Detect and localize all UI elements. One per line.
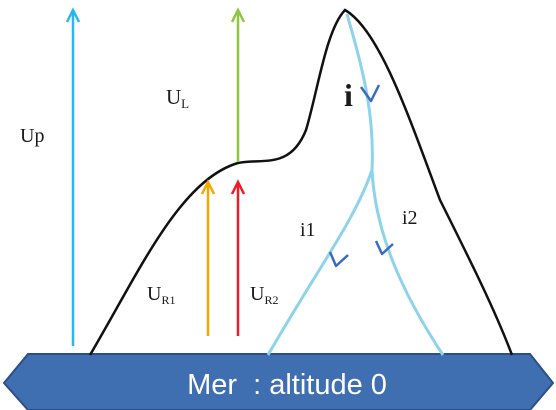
label-ul: UL <box>166 85 189 111</box>
ur2-arrow-head <box>230 179 246 195</box>
river-main <box>345 13 374 171</box>
label-ur2-main: U <box>250 283 265 305</box>
flow-arrowhead-i <box>359 84 381 103</box>
mountain-outline <box>88 8 514 356</box>
label-i: i <box>344 77 353 113</box>
ur1-arrow-head <box>200 179 216 195</box>
flow-arrowhead-i1 <box>328 251 349 268</box>
label-ur1-sub: R1 <box>161 293 175 307</box>
label-ur1: UR1 <box>147 283 175 307</box>
label-ur2: UR2 <box>250 283 278 307</box>
up-arrow-head <box>65 7 81 23</box>
label-ur1-main: U <box>147 283 162 305</box>
river-branch-i2 <box>370 169 445 356</box>
ul-arrow-head <box>230 7 246 23</box>
river-branch-i1 <box>266 169 374 356</box>
sea-banner <box>2 353 555 410</box>
label-i2: i2 <box>402 207 418 229</box>
label-up: Up <box>20 125 44 147</box>
label-ur2-sub: R2 <box>264 293 278 307</box>
flow-arrowhead-i2 <box>374 240 394 256</box>
label-ul-sub: L <box>181 96 189 111</box>
label-i1: i1 <box>300 219 316 241</box>
label-ul-main: U <box>166 85 181 109</box>
sea-label: Mer : altitude 0 <box>187 369 387 401</box>
